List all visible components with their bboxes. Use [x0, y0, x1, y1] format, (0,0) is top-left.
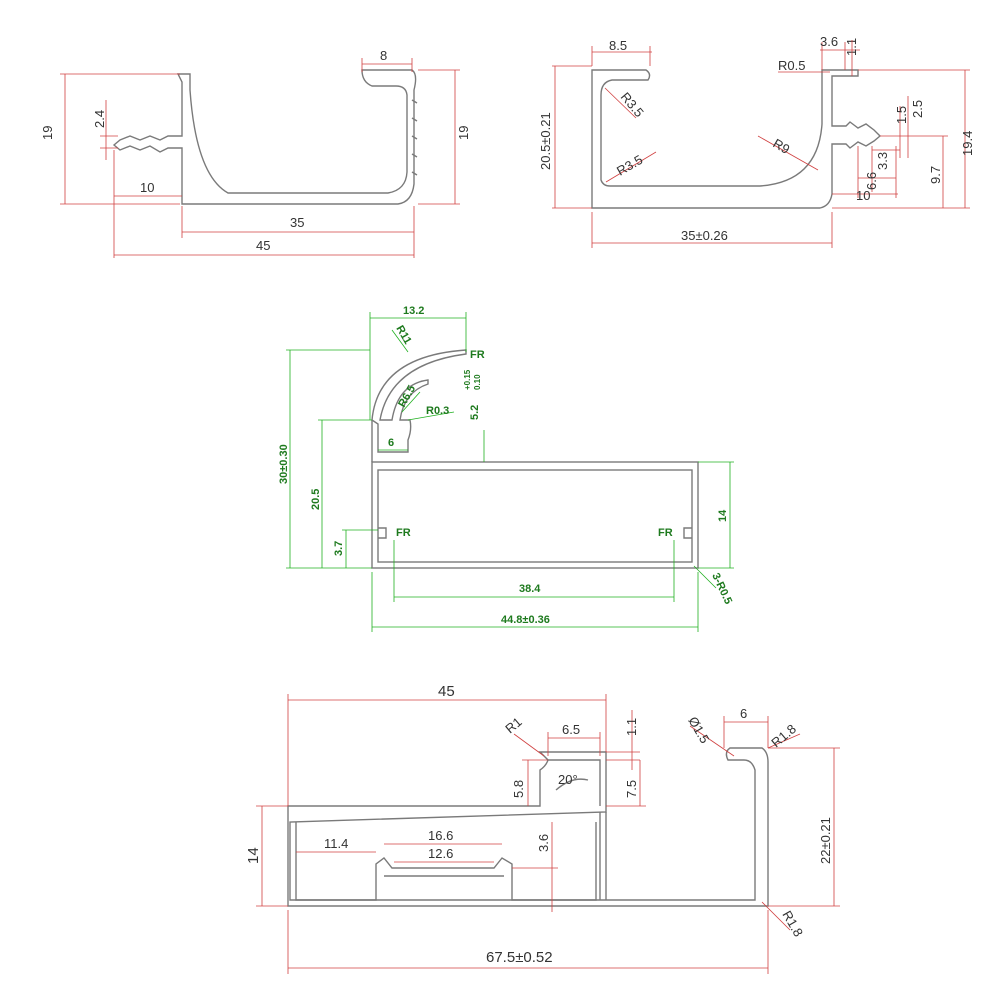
- p1-dim-45: 45: [256, 238, 270, 253]
- p4-dim-7-5: 7.5: [624, 780, 639, 798]
- p2-dim-2-5: 2.5: [910, 100, 925, 118]
- profile-2: 8.5 3.6 1.1 R0.5 R3.5 R3.5 R9 20.5±0.21 …: [538, 34, 975, 248]
- p4-dim-angle: 20°: [558, 772, 578, 787]
- p3-dim-fr-top: FR: [470, 349, 485, 361]
- p3-dim-tol-minus: 0.10: [473, 374, 482, 390]
- profile-1: 8 19 2.4 19 10 35 45: [40, 48, 471, 258]
- profile-3-outline: [371, 349, 467, 453]
- p2-dim-r3-5-bottom: R3.5: [614, 152, 645, 179]
- p1-dim-right-height: 19: [456, 126, 471, 140]
- p3-dim-width: 44.8±0.36: [501, 614, 550, 626]
- p3-dim-3r0-5: 3-R0.5: [709, 571, 734, 606]
- p1-dim-10: 10: [140, 180, 154, 195]
- p4-dim-6: 6: [740, 706, 747, 721]
- p3-dim-fr-right: FR: [658, 527, 673, 539]
- p4-dim-5-8: 5.8: [511, 780, 526, 798]
- profile-3: 13.2 R11 FR R6.5 R0.3 5.2 +0.15 0.10 6 3…: [278, 305, 734, 632]
- p2-dim-1-5: 1.5: [894, 106, 909, 124]
- p3-dim-38-4: 38.4: [519, 583, 541, 595]
- p3-dim-r11: R11: [393, 324, 413, 347]
- p4-dim-12-6: 12.6: [428, 846, 453, 861]
- p1-dim-left-height: 19: [40, 126, 55, 140]
- profile-2-outline: [591, 69, 882, 209]
- profile-1-outline: [112, 69, 417, 205]
- profile-4: 45 R1 6.5 1.1 Ø1.5 6 R1.8 5.8 20° 7.5 22…: [245, 683, 840, 974]
- p3-dim-5-2: 5.2: [469, 405, 481, 420]
- p4-dim-11-4: 11.4: [324, 836, 348, 851]
- p3-dim-r6-5: R6.5: [396, 383, 418, 409]
- p1-dim-top: 8: [380, 48, 387, 63]
- p3-dim-3-7: 3.7: [333, 541, 345, 556]
- p1-dim-35: 35: [290, 215, 304, 230]
- p3-dim-13-2: 13.2: [403, 305, 424, 317]
- p2-dim-top: 8.5: [609, 38, 627, 53]
- p3-dim-6: 6: [388, 437, 394, 449]
- p4-dim-1-1: 1.1: [624, 718, 639, 736]
- p4-dim-16-6: 16.6: [428, 828, 453, 843]
- p3-dim-20-5: 20.5: [310, 489, 322, 510]
- p4-dim-45: 45: [438, 683, 455, 700]
- p2-dim-r0-5: R0.5: [778, 58, 805, 73]
- p2-dim-height: 20.5±0.21: [538, 112, 553, 170]
- p2-dim-3-6: 3.6: [820, 34, 838, 49]
- p3-dim-r0-3: R0.3: [426, 405, 449, 417]
- p3-dim-14: 14: [717, 509, 729, 522]
- p4-dim-r1: R1: [502, 714, 524, 736]
- p2-dim-width: 35±0.26: [681, 228, 728, 243]
- p2-dim-19-4: 19.4: [960, 131, 975, 156]
- p4-dim-14: 14: [245, 847, 262, 864]
- profile-4-outline: [287, 747, 769, 907]
- p2-dim-r9: R9: [771, 136, 793, 157]
- p4-dim-dia-1-5: Ø1.5: [685, 714, 712, 746]
- p3-dim-fr-left: FR: [396, 527, 411, 539]
- p2-dim-9-7: 9.7: [928, 166, 943, 184]
- p4-dim-3-6: 3.6: [536, 834, 551, 852]
- p4-dim-6-5: 6.5: [562, 722, 580, 737]
- p4-dim-width: 67.5±0.52: [486, 949, 553, 966]
- p3-dim-height: 30±0.30: [278, 444, 290, 484]
- p2-dim-1-1: 1.1: [844, 38, 859, 56]
- profile-3-box: [371, 461, 699, 569]
- p4-dim-22: 22±0.21: [818, 817, 833, 864]
- p1-dim-tooth: 2.4: [92, 110, 107, 128]
- p2-dim-3-3: 3.3: [875, 152, 890, 170]
- p2-dim-10: 10: [856, 188, 870, 203]
- p3-dim-tol-plus: +0.15: [463, 369, 472, 390]
- p2-dim-6-6: 6.6: [864, 172, 879, 190]
